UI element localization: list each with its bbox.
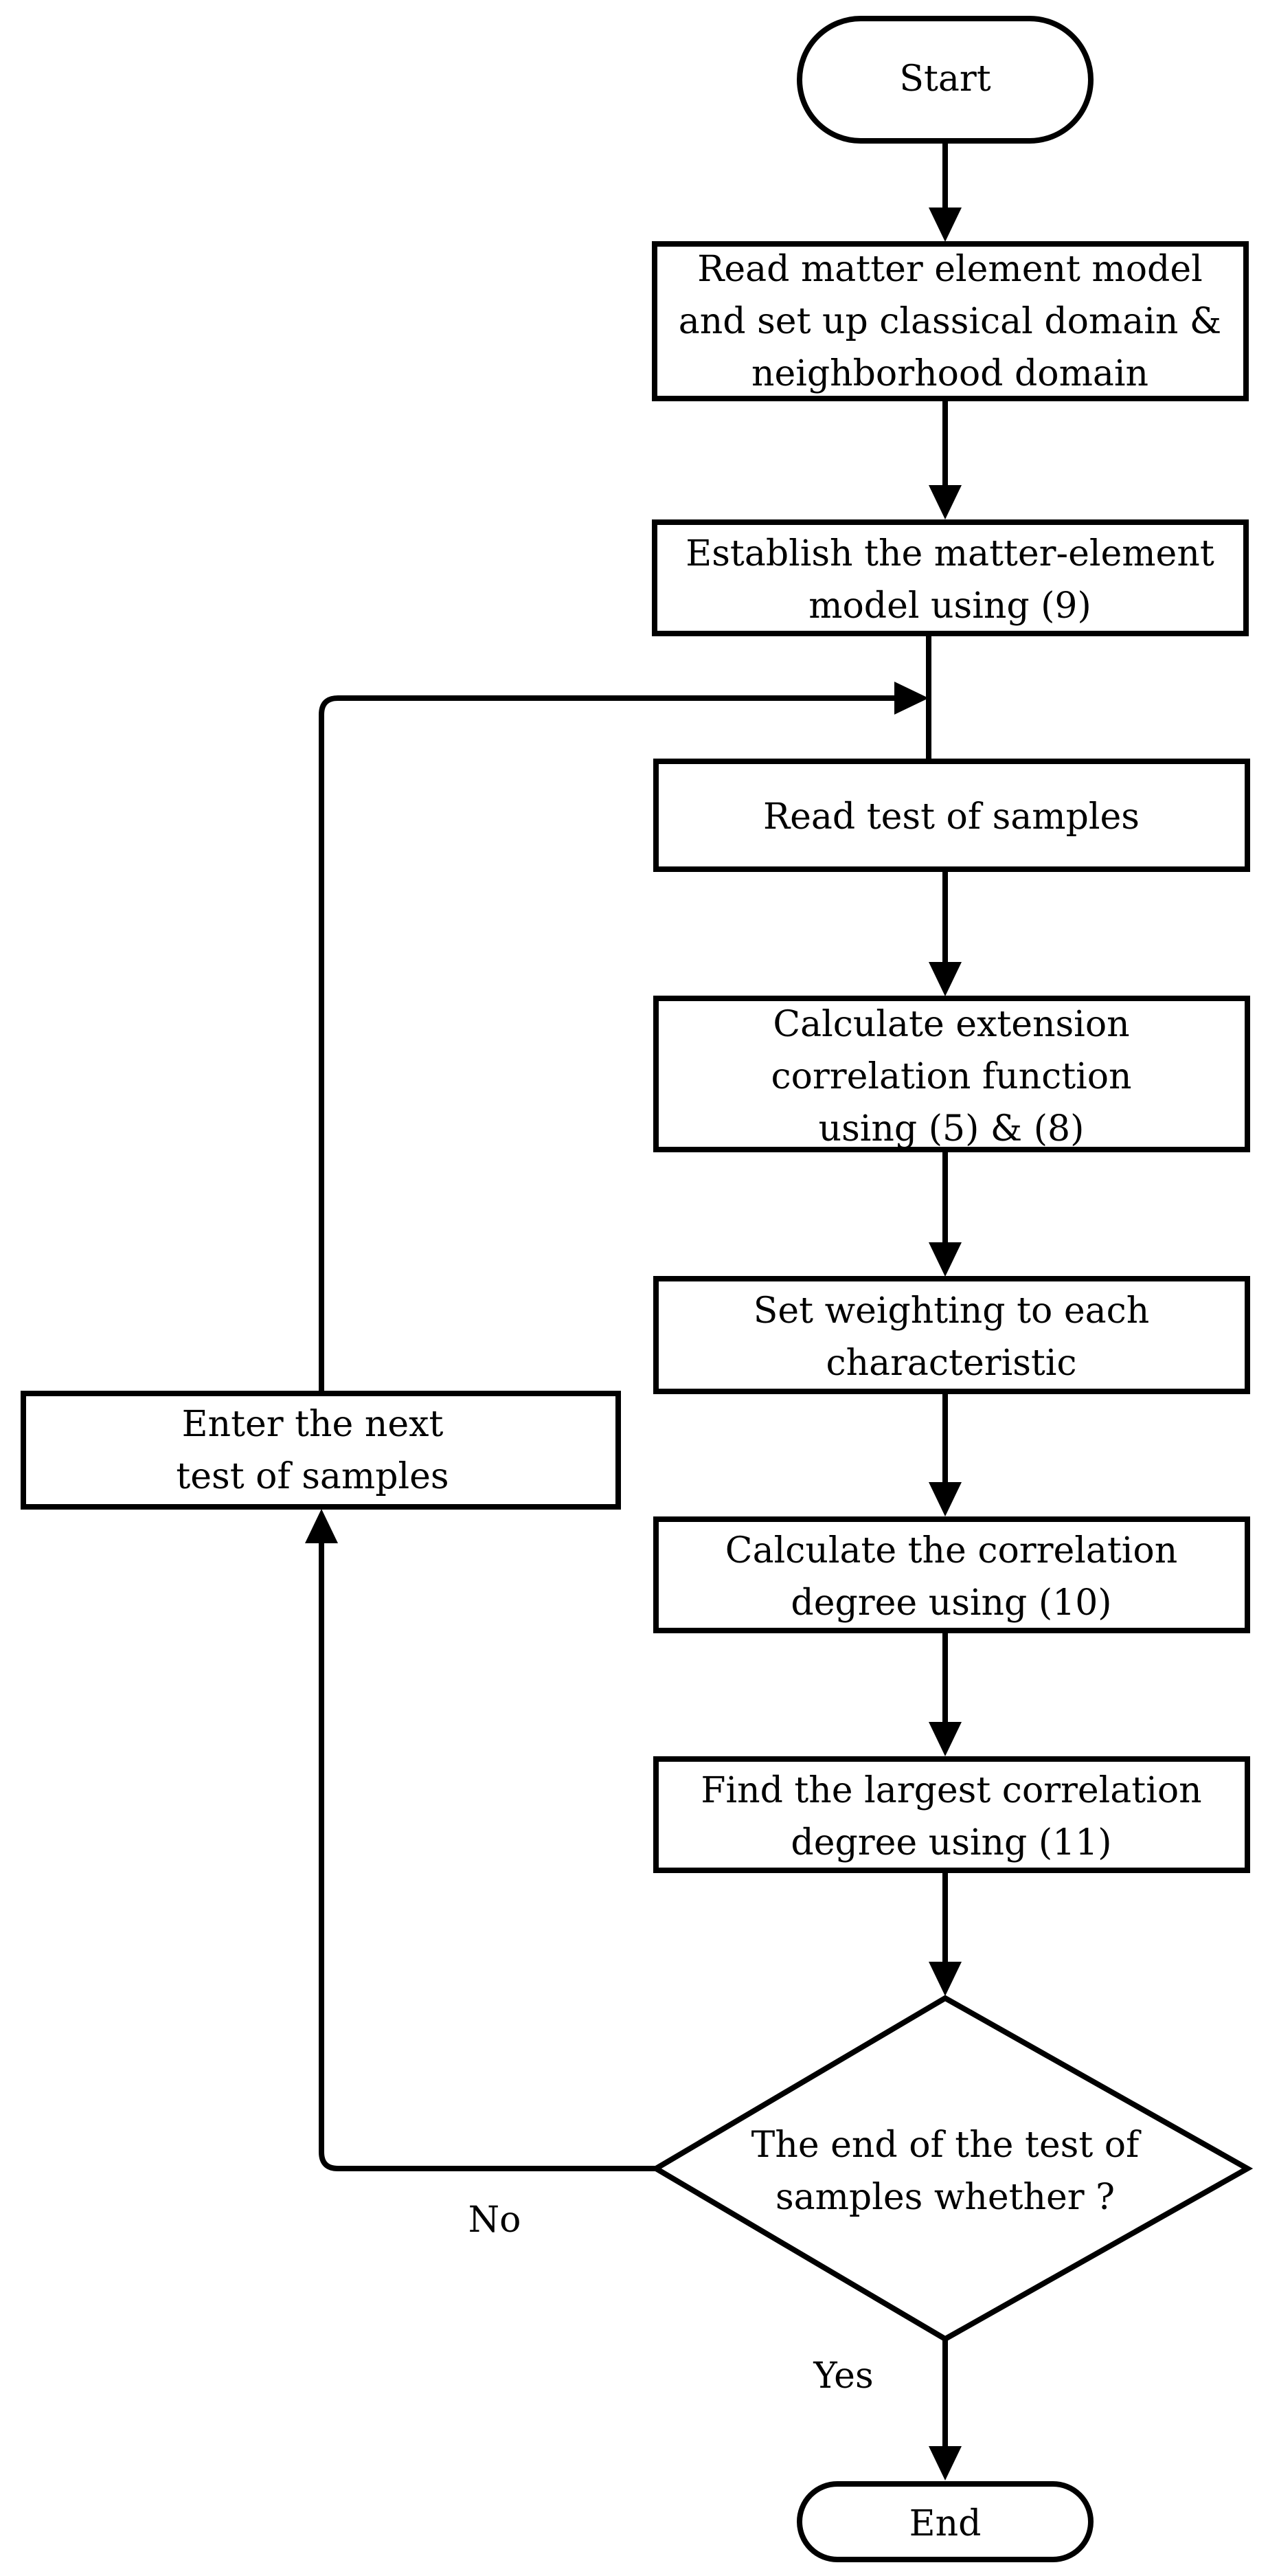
establish-box [652,519,1249,636]
read-model-line-2: and set up classical domain & [679,301,1221,342]
arrowhead-calc-degree [929,1482,962,1516]
node-establish: Establish the matter-element model using… [652,519,1249,636]
node-calc-degree: Calculate the correlation degree using (… [653,1516,1250,1633]
edge-label-no: No [468,2199,521,2241]
connector-next-sample-to-read-test [319,695,894,1393]
find-largest-line-2: degree using (11) [791,1822,1111,1863]
node-find-largest: Find the largest correlation degree usin… [653,1756,1250,1873]
decision-diamond [650,1995,1254,2342]
next-sample-box [21,1391,621,1510]
connector-decision-no-to-next-sample [319,1543,656,2171]
start-terminal-shape [797,16,1094,144]
node-next-sample: Enter the next test of samples [21,1391,621,1510]
arrowhead-loop-join [894,682,929,715]
node-end: End [797,2481,1094,2562]
end-terminal-shape [797,2481,1094,2562]
establish-line-2: model using (9) [808,585,1091,627]
arrowhead-establish [929,485,962,519]
decision-line-2: samples whether ? [775,2177,1115,2218]
node-calc-ext: Calculate extension correlation function… [653,996,1250,1152]
arrowhead-find-largest [929,1722,962,1756]
start-label: Start [899,58,990,100]
calc-degree-line-1: Calculate the correlation [725,1530,1177,1571]
calc-ext-line-3: using (5) & (8) [819,1108,1085,1150]
find-largest-line-1: Find the largest correlation [701,1770,1201,1811]
arrowhead-end [929,2446,962,2480]
calc-ext-line-1: Calculate extension [773,1004,1129,1045]
read-model-box [652,241,1249,401]
set-weight-line-2: characteristic [826,1343,1076,1384]
node-read-model: Read matter element model and set up cla… [652,241,1249,401]
read-test-line-1: Read test of samples [763,796,1140,838]
establish-line-1: Establish the matter-element [686,533,1214,574]
find-largest-box [653,1756,1250,1873]
calc-ext-box [653,996,1250,1152]
read-test-box [653,759,1250,872]
arrowhead-calc-ext [929,962,962,996]
calc-degree-box [653,1516,1250,1633]
node-set-weight: Set weighting to each characteristic [653,1276,1250,1394]
end-label: End [909,2503,982,2544]
arrowhead-set-weight [929,1242,962,1277]
next-sample-line-2: test of samples [176,1456,449,1497]
read-model-line-1: Read matter element model [697,249,1203,290]
edge-label-yes: Yes [813,2355,873,2397]
calc-ext-line-2: correlation function [771,1056,1131,1097]
decision-line-1: The end of the test of [751,2125,1142,2166]
next-sample-line-1: Enter the next [182,1404,444,1445]
set-weight-box [653,1276,1250,1394]
arrowhead-next-sample [305,1509,338,1543]
arrowhead-read-model [929,208,962,242]
node-start: Start [797,16,1094,144]
arrowhead-decision [929,1962,962,1996]
node-read-test: Read test of samples [653,759,1250,872]
node-decision: The end of the test of samples whether ? [650,1995,1254,2342]
calc-degree-line-2: degree using (10) [791,1582,1111,1624]
set-weight-line-1: Set weighting to each [754,1290,1149,1332]
read-model-line-3: neighborhood domain [751,353,1148,394]
